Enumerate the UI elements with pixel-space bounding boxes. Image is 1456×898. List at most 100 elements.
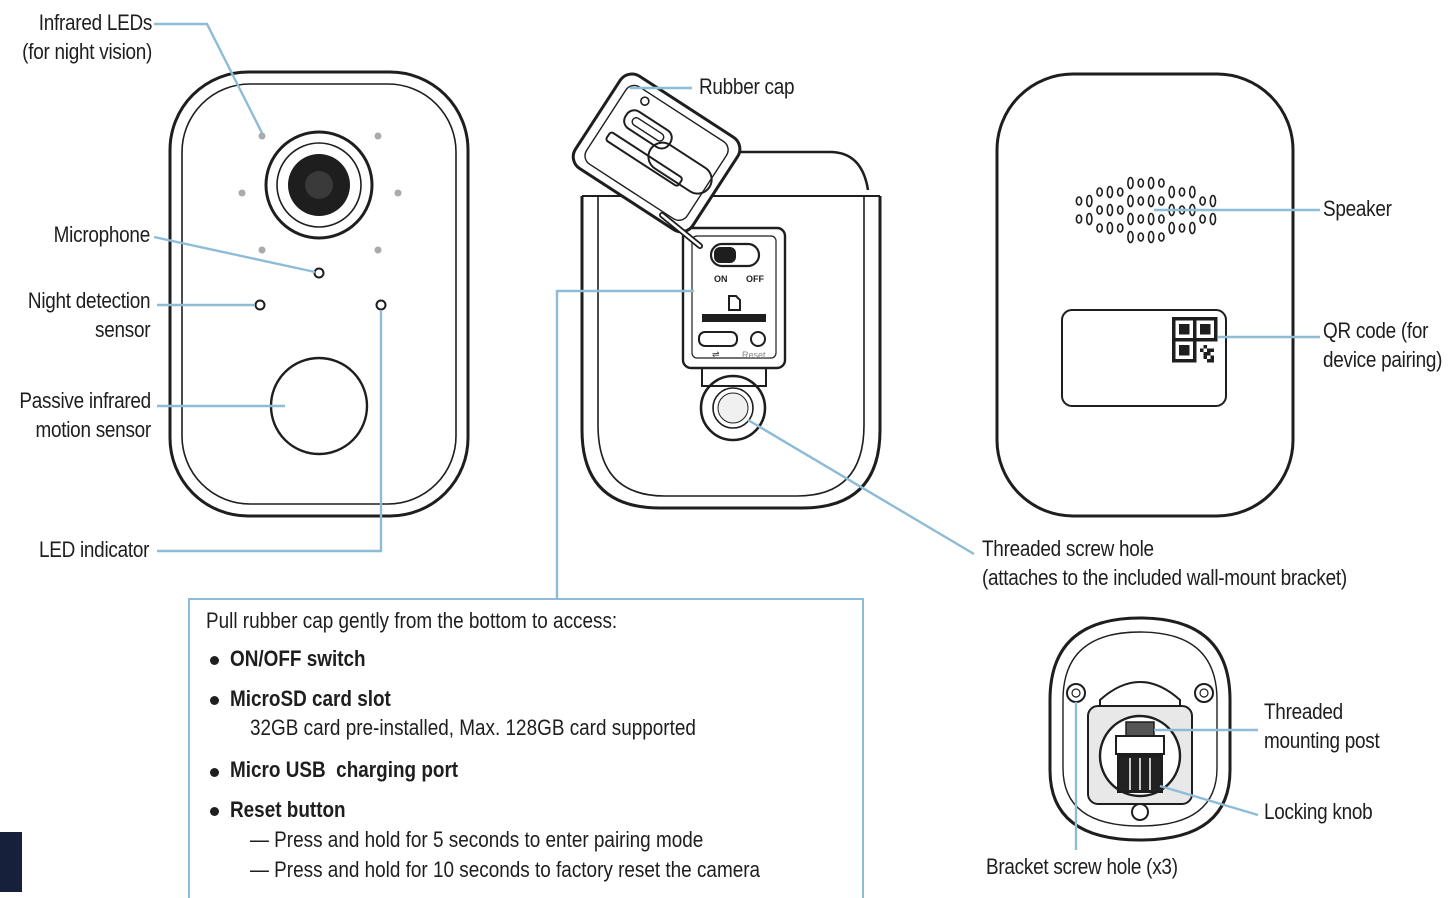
bullet [210, 696, 219, 705]
speaker-hole [1127, 194, 1134, 208]
micro-usb-port [698, 331, 738, 347]
infrared-led-dots [238, 132, 402, 254]
speaker-hole [1158, 232, 1165, 242]
usb-icon: ⇌ [712, 350, 720, 360]
speaker-hole [1158, 178, 1165, 188]
led-indicator-dot [375, 299, 387, 311]
speaker-hole [1096, 223, 1103, 233]
microsd-slot [702, 314, 766, 322]
leader-lines [153, 22, 1320, 850]
camera-bottom-view: ON OFF Reset ⇌ [571, 72, 882, 510]
speaker-hole [1188, 221, 1196, 235]
qr-module [1200, 324, 1211, 335]
label-threaded-screw-hole: Threaded screw hole(attaches to the incl… [982, 536, 1347, 590]
label-microphone: Microphone [53, 222, 151, 247]
camera-back-view [995, 72, 1295, 518]
label-rubber-cap: Rubber cap [699, 74, 795, 99]
label-speaker: Speaker [1323, 196, 1392, 221]
speaker-hole [1147, 194, 1155, 208]
microsd-icon [728, 295, 741, 311]
speaker-hole [1127, 212, 1134, 226]
bullet [210, 656, 219, 665]
svg-text:OFF: OFF [746, 274, 764, 284]
qr-module [1203, 345, 1207, 349]
speaker-hole [1209, 194, 1217, 208]
qr-module [1210, 355, 1214, 359]
bullet [210, 807, 219, 816]
speaker-hole [1137, 214, 1145, 224]
qr-module [1179, 345, 1190, 356]
speaker-hole [1137, 232, 1145, 242]
speaker-hole [1178, 187, 1186, 197]
qr-module [1207, 348, 1211, 352]
speaker-hole [1137, 196, 1145, 206]
speaker-hole [1116, 205, 1124, 215]
speaker-hole [1116, 223, 1124, 233]
speaker-hole [1199, 214, 1206, 224]
info-reset-step-1: — Press and hold for 5 seconds to enter … [250, 827, 704, 852]
reset-label: Reset [742, 350, 766, 360]
rubber-cap [571, 72, 742, 234]
reset-button-hole [750, 331, 766, 347]
speaker-hole [1085, 212, 1093, 226]
info-reset-step-2: — Press and hold for 10 seconds to facto… [250, 857, 761, 882]
speaker-hole [1075, 196, 1083, 206]
speaker-hole [1106, 203, 1114, 217]
bracket-screw-hole-2 [1194, 683, 1214, 703]
info-item-micro-usb: Micro USB charging port [230, 757, 459, 782]
speaker-hole [1075, 214, 1083, 224]
qr-module [1179, 324, 1190, 335]
rubber-cap-info-box: Pull rubber cap gently from the bottom t… [188, 598, 864, 898]
threaded-screw-hole [699, 367, 767, 442]
bracket-screw-hole-1 [1066, 683, 1086, 703]
qr-code-panel [1061, 309, 1227, 407]
speaker-hole [1158, 214, 1165, 224]
info-item-microsd-detail: 32GB card pre-installed, Max. 128GB card… [250, 715, 696, 740]
on-off-switch [709, 242, 761, 268]
speaker-hole [1137, 178, 1145, 188]
info-intro: Pull rubber cap gently from the bottom t… [206, 608, 618, 633]
qr-code-icon [1172, 317, 1218, 363]
speaker-hole [1168, 221, 1176, 235]
night-sensor-dot [254, 299, 266, 311]
speaker-hole [1158, 196, 1165, 206]
bullet [210, 768, 219, 777]
camera-front-view [168, 70, 470, 518]
speaker-hole [1096, 205, 1103, 215]
bracket-screw-hole-3 [1131, 803, 1149, 821]
speaker-hole [1085, 194, 1093, 208]
speaker-hole [1147, 230, 1155, 244]
label-bracket-screw-hole: Bracket screw hole (x3) [986, 854, 1178, 879]
corner-tab [0, 832, 22, 892]
qr-module [1210, 359, 1214, 363]
qr-module [1207, 352, 1211, 356]
pir-sensor-window [269, 356, 369, 456]
label-locking-knob: Locking knob [1264, 799, 1373, 824]
speaker-hole [1127, 176, 1134, 190]
switch-labels: ON OFF [714, 274, 764, 284]
speaker-hole [1116, 187, 1124, 197]
info-item-microsd: MicroSD card slot [230, 686, 391, 711]
qr-module [1203, 355, 1207, 359]
speaker-hole [1188, 185, 1196, 199]
speaker-hole [1106, 185, 1114, 199]
speaker-hole [1147, 212, 1155, 226]
camera-lens [264, 130, 374, 240]
label-led-indicator: LED indicator [38, 537, 149, 562]
speaker-hole [1127, 230, 1134, 244]
info-item-reset: Reset button [230, 797, 346, 822]
qr-module [1203, 352, 1207, 356]
qr-module [1207, 359, 1211, 363]
qr-module [1200, 348, 1204, 352]
speaker-hole [1147, 176, 1155, 190]
speaker-hole [1199, 196, 1206, 206]
microphone-hole [313, 267, 325, 279]
label-infrared-leds: Infrared LEDs(for night vision) [22, 10, 152, 64]
speaker-hole [1209, 212, 1217, 226]
speaker-hole [1106, 221, 1114, 235]
